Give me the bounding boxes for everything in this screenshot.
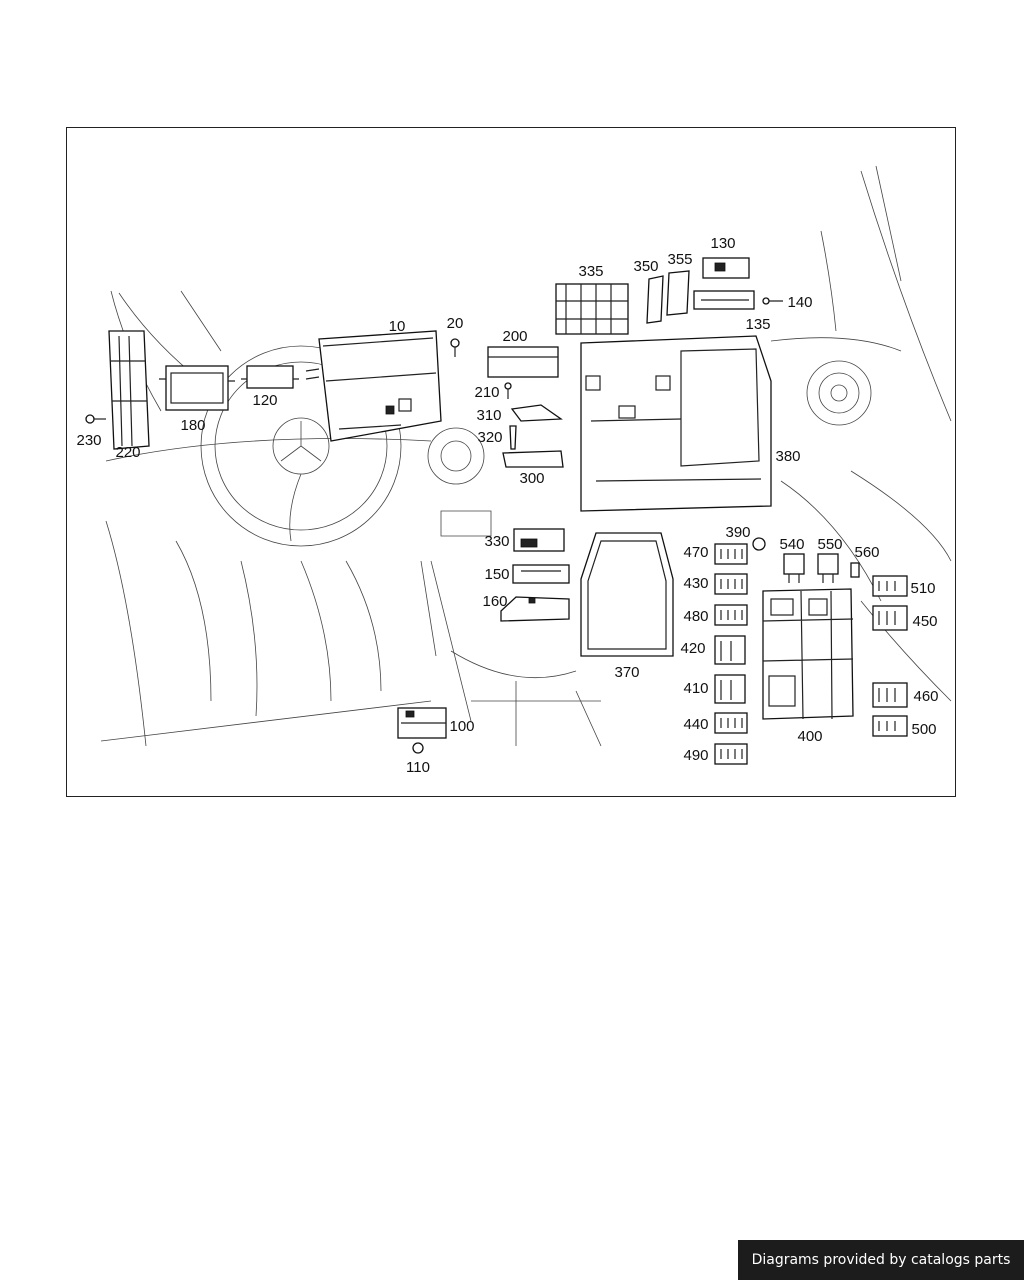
part-310-clip[interactable] (510, 404, 563, 422)
callout-550: 550 (817, 536, 842, 553)
callout-470: 470 (683, 544, 708, 561)
callout-355: 355 (667, 251, 692, 268)
callout-410: 410 (683, 680, 708, 697)
callout-200: 200 (502, 328, 527, 345)
callout-160: 160 (482, 593, 507, 610)
part-335-bracket[interactable] (555, 283, 629, 335)
callout-420: 420 (680, 640, 705, 657)
callout-440: 440 (683, 716, 708, 733)
callout-135: 135 (745, 316, 770, 333)
callout-330: 330 (484, 533, 509, 550)
part-135-bracket[interactable] (693, 290, 755, 310)
callout-460: 460 (913, 688, 938, 705)
part-500-connector[interactable] (872, 715, 908, 737)
part-510-connector[interactable] (872, 575, 908, 597)
callout-140: 140 (787, 294, 812, 311)
callout-230: 230 (76, 432, 101, 449)
callout-370: 370 (614, 664, 639, 681)
part-160-module[interactable] (500, 596, 570, 622)
part-350-bracket[interactable] (646, 275, 664, 324)
part-370-cover[interactable] (580, 532, 674, 657)
callout-560: 560 (854, 544, 879, 561)
callout-400: 400 (797, 728, 822, 745)
part-320-screw[interactable] (509, 425, 517, 450)
callout-490: 490 (683, 747, 708, 764)
part-330-module[interactable] (513, 528, 565, 552)
part-10-head-unit[interactable] (305, 330, 442, 442)
callout-320: 320 (477, 429, 502, 446)
callout-450: 450 (912, 613, 937, 630)
part-400-relay-block[interactable] (762, 588, 854, 720)
callout-500: 500 (911, 721, 936, 738)
part-230-screw[interactable] (85, 414, 106, 424)
part-300-bracket[interactable] (502, 450, 564, 468)
part-130-module[interactable] (702, 257, 750, 279)
part-430-connector[interactable] (714, 573, 748, 595)
callout-110: 110 (406, 759, 430, 776)
callout-10: 10 (389, 318, 406, 335)
part-540-relay[interactable] (783, 553, 805, 583)
connectors-left-column (714, 543, 748, 765)
part-200-module[interactable] (487, 346, 559, 378)
callout-20: 20 (447, 315, 464, 332)
part-440-connector[interactable] (714, 712, 748, 734)
callout-labels: 10 20 100 110 120 130 135 140 150 160 18… (76, 235, 938, 776)
part-355-pad[interactable] (666, 270, 690, 316)
callout-180: 180 (180, 417, 205, 434)
callout-120: 120 (252, 392, 277, 409)
callout-335: 335 (578, 263, 603, 280)
parts-diagram: 10 20 100 110 120 130 135 140 150 160 18… (76, 165, 952, 776)
part-550-relay[interactable] (817, 553, 839, 583)
callout-540: 540 (779, 536, 804, 553)
part-180-module[interactable] (159, 365, 235, 411)
callout-510: 510 (910, 580, 935, 597)
callout-350: 350 (633, 258, 658, 275)
part-380-fusebox-housing[interactable] (580, 335, 772, 512)
part-120-module[interactable] (241, 365, 299, 389)
callout-220: 220 (115, 444, 140, 461)
part-450-connector[interactable] (872, 605, 908, 631)
callout-100: 100 (449, 718, 474, 735)
part-150-module[interactable] (512, 564, 570, 584)
part-490-connector[interactable] (714, 743, 748, 765)
dashboard-background (100, 165, 952, 747)
part-560-fuse[interactable] (850, 562, 860, 578)
part-480-connector[interactable] (714, 604, 748, 626)
callout-130: 130 (710, 235, 735, 252)
part-20-screw[interactable] (450, 338, 460, 357)
callout-150: 150 (484, 566, 509, 583)
part-220-module[interactable] (108, 330, 150, 450)
part-100-module[interactable] (397, 707, 447, 739)
part-460-connector[interactable] (872, 682, 908, 708)
callout-300: 300 (519, 470, 544, 487)
callout-390: 390 (725, 524, 750, 541)
callout-310: 310 (476, 407, 501, 424)
callout-430: 430 (683, 575, 708, 592)
callout-210: 210 (474, 384, 499, 401)
connectors-right-column (872, 575, 908, 737)
part-410-connector[interactable] (714, 674, 746, 704)
callout-480: 480 (683, 608, 708, 625)
part-390-nut[interactable] (752, 537, 766, 551)
part-470-connector[interactable] (714, 543, 748, 565)
diagram-credit-banner: Diagrams provided by catalogs parts (738, 1240, 1024, 1280)
part-420-connector[interactable] (714, 635, 746, 665)
part-210-screw[interactable] (504, 382, 512, 399)
part-140-screw[interactable] (762, 297, 783, 305)
parts-diagram-frame: 10 20 100 110 120 130 135 140 150 160 18… (66, 127, 956, 797)
part-110-nut[interactable] (412, 742, 424, 754)
callout-380: 380 (775, 448, 800, 465)
